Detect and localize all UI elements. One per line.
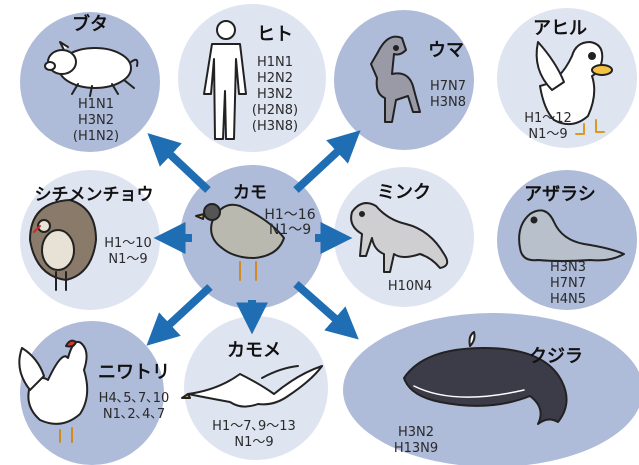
human-icon <box>203 20 247 140</box>
chicken-line-1: H4､5､7､10 <box>99 391 170 406</box>
turkey-line-1: H1〜10 <box>104 236 152 251</box>
mink-line-1: H10N4 <box>388 279 432 294</box>
center-line-1: H1〜16 <box>264 207 315 223</box>
whale-line-1: H3N2 <box>398 425 434 440</box>
arrow-to-horse <box>293 130 361 193</box>
pig-title: ブタ <box>72 13 108 35</box>
seal-title: アザラシ <box>524 184 596 205</box>
gull-line-2: N1〜9 <box>234 435 273 450</box>
chicken-title: ニワトリ <box>98 362 170 383</box>
gull-icon <box>181 365 323 408</box>
domestic-duck-icon <box>535 41 613 135</box>
pig-icon <box>44 41 139 97</box>
arrow-to-whale <box>293 281 359 340</box>
pig-line-2: H3N2 <box>78 113 114 128</box>
whale-icon <box>403 331 568 425</box>
seal-line-1: H3N3 <box>550 260 586 275</box>
mink-icon <box>350 202 449 273</box>
chicken-icon <box>18 339 89 443</box>
human-line-1: H1N1 <box>257 55 293 70</box>
seal-line-2: H7N7 <box>550 276 586 291</box>
duck2-line-2: N1〜9 <box>528 127 567 142</box>
arrow-to-pig <box>147 133 211 193</box>
duck2-title: アヒル <box>533 18 587 39</box>
chicken-line-2: N1､2､4､7 <box>103 407 165 422</box>
whale-line-2: H13N9 <box>394 441 438 456</box>
duck2-line-1: H1〜12 <box>524 111 572 126</box>
horse-title: ウマ <box>428 40 464 61</box>
center-title: カモ <box>233 183 267 203</box>
seal-icon <box>518 209 625 262</box>
horse-icon <box>370 35 421 123</box>
mink-title: ミンク <box>377 182 431 203</box>
pig-line-1: H1N1 <box>78 97 114 112</box>
chicken-circle <box>20 321 164 465</box>
turkey-title: シチメンチョウ <box>35 185 154 205</box>
pig-line-3: (H1N2) <box>73 129 119 144</box>
human-line-5: (H3N8) <box>252 119 298 134</box>
horse-line-2: H3N8 <box>430 95 466 110</box>
gull-title: カモメ <box>227 340 281 361</box>
human-line-2: H2N2 <box>257 71 293 86</box>
seal-line-3: H4N5 <box>550 292 586 307</box>
center-line-2: N1〜9 <box>269 222 311 238</box>
gull-line-1: H1〜7､9〜13 <box>212 419 296 434</box>
human-title: ヒト <box>257 24 293 45</box>
horse-line-1: H7N7 <box>430 79 466 94</box>
turkey-icon <box>29 199 97 291</box>
human-line-3: H3N2 <box>257 87 293 102</box>
whale-title: クジラ <box>529 346 583 367</box>
duck-icon <box>195 203 285 281</box>
human-line-4: (H2N8) <box>252 103 298 118</box>
turkey-line-2: N1〜9 <box>108 252 147 267</box>
arrow-to-chicken <box>146 284 213 346</box>
